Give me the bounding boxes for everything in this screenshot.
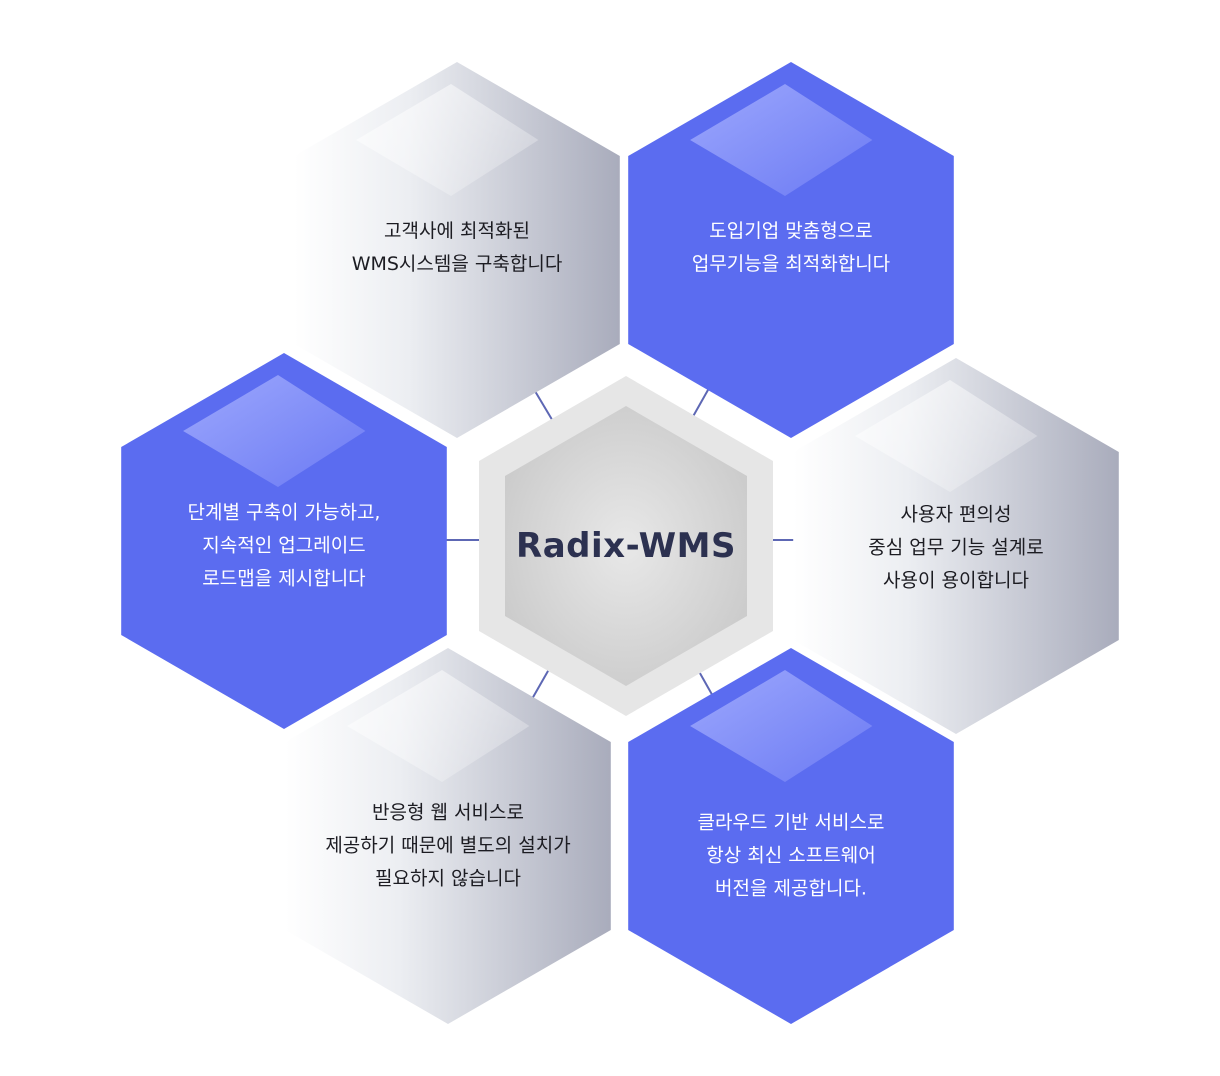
feature-label-line: 반응형 웹 서비스로	[372, 801, 524, 824]
feature-hexagon-mid-right	[793, 358, 1119, 734]
feature-label-line: 로드맵을 제시합니다	[202, 567, 366, 590]
feature-hexagons	[121, 62, 1119, 1024]
feature-label-line: 클라우드 기반 서비스로	[697, 811, 885, 834]
feature-hexagon-bottom-left	[285, 648, 611, 1024]
feature-label-line: 고객사에 최적화된	[384, 220, 530, 242]
feature-label-line: 중심 업무 기능 설계로	[868, 536, 1044, 559]
feature-label-top-left: 고객사에 최적화된 WMS시스템을 구축합니다	[352, 215, 563, 281]
hexagon-highlight-bottom-right	[690, 670, 873, 782]
feature-label-line: 업무기능을 최적화합니다	[691, 253, 891, 275]
feature-label-line: 필요하지 않습니다	[375, 867, 521, 890]
feature-label-line: 제공하기 때문에 별도의 설치가	[325, 834, 571, 857]
feature-label-line: 단계별 구축이 가능하고,	[187, 501, 381, 524]
feature-label-line: 사용이 용이합니다	[883, 569, 1029, 592]
hexagon-highlight-bottom-left	[347, 670, 530, 782]
feature-label-line: 도입기업 맞춤형으로	[709, 220, 873, 242]
hexagon-highlight-top-left	[356, 84, 539, 196]
center-hexagon	[479, 376, 773, 716]
feature-label-line: 항상 최신 소프트웨어	[706, 844, 876, 867]
feature-label-line: 지속적인 업그레이드	[202, 534, 366, 557]
feature-hexagon-bottom-right	[628, 648, 954, 1024]
feature-label-line: 사용자 편의성	[900, 503, 1012, 526]
feature-hexagon-top-right	[628, 62, 954, 438]
feature-label-line: WMS시스템을 구축합니다	[351, 253, 563, 275]
feature-hexagon-mid-left	[121, 353, 447, 729]
feature-label-line: 버전을 제공합니다.	[715, 877, 867, 900]
hexagon-highlight-mid-left	[183, 375, 366, 487]
hexagon-highlight-top-right	[690, 84, 873, 196]
feature-hexagon-top-left	[294, 62, 620, 438]
center-title: Radix-WMS	[516, 526, 736, 566]
hexagon-highlight-mid-right	[855, 380, 1038, 492]
